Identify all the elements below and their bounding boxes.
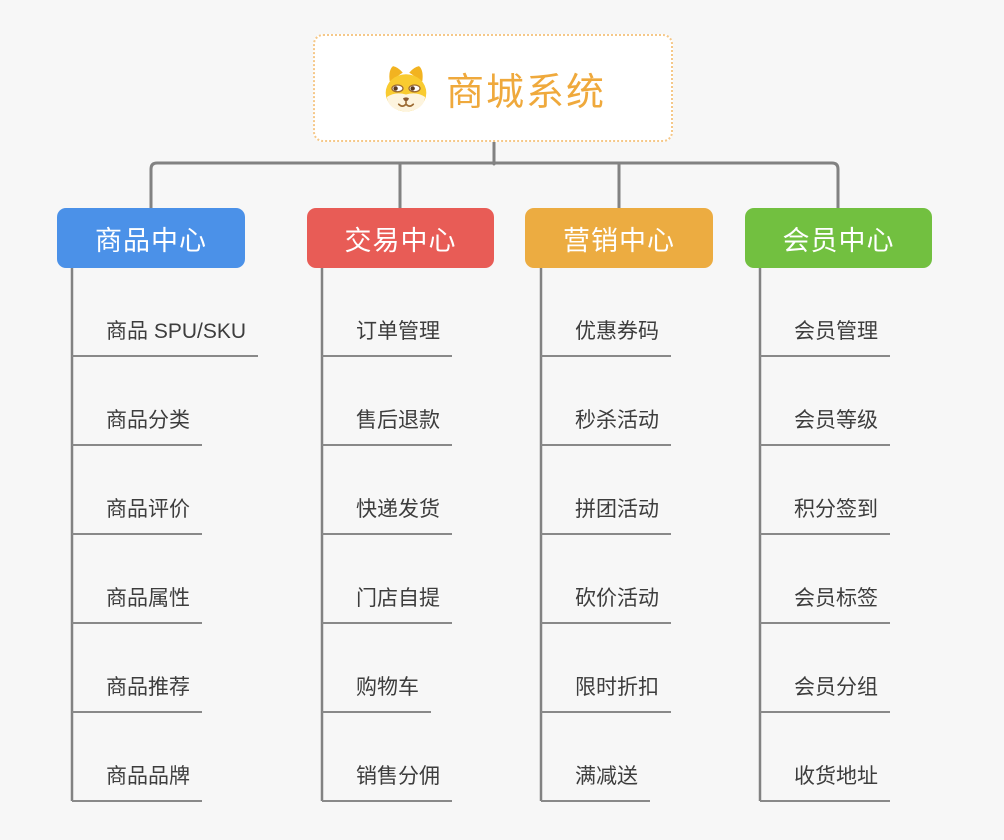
branch-node-product-center[interactable]: 商品中心 [57, 208, 245, 268]
dog-face-icon [385, 66, 427, 112]
child-node[interactable]: 销售分佣 [322, 762, 452, 802]
branch-label: 营销中心 [563, 225, 675, 256]
child-node[interactable]: 快递发货 [322, 495, 452, 535]
child-node[interactable]: 商品属性 [72, 584, 202, 624]
branch-label: 交易中心 [344, 225, 457, 256]
child-node[interactable]: 优惠券码 [541, 317, 671, 357]
child-node[interactable]: 收货地址 [760, 762, 890, 802]
child-node[interactable]: 会员标签 [760, 584, 890, 624]
branch-label: 商品中心 [95, 225, 207, 256]
branch-node-marketing-center[interactable]: 营销中心 [525, 208, 713, 268]
child-node[interactable]: 会员管理 [760, 317, 890, 357]
child-node[interactable]: 限时折扣 [541, 673, 671, 713]
child-node[interactable]: 会员等级 [760, 406, 890, 446]
child-node[interactable]: 门店自提 [322, 584, 452, 624]
child-node[interactable]: 拼团活动 [541, 495, 671, 535]
child-node[interactable]: 积分签到 [760, 495, 890, 535]
branch-node-trade-center[interactable]: 交易中心 [307, 208, 494, 268]
child-node[interactable]: 商品推荐 [72, 673, 202, 713]
child-node[interactable]: 满减送 [541, 762, 650, 802]
child-node[interactable]: 会员分组 [760, 673, 890, 713]
child-node[interactable]: 商品评价 [72, 495, 202, 535]
child-node[interactable]: 秒杀活动 [541, 406, 671, 446]
branch-node-member-center[interactable]: 会员中心 [745, 208, 932, 268]
child-node[interactable]: 商品品牌 [72, 762, 202, 802]
child-node[interactable]: 售后退款 [322, 406, 452, 446]
child-node[interactable]: 购物车 [322, 673, 431, 713]
root-node[interactable]: 商城系统 [313, 34, 673, 142]
child-node[interactable]: 订单管理 [322, 317, 452, 357]
child-node[interactable]: 商品 SPU/SKU [72, 317, 259, 357]
root-title: 商城系统 [445, 71, 606, 114]
child-node[interactable]: 商品分类 [72, 406, 202, 446]
child-node[interactable]: 砍价活动 [541, 584, 671, 624]
branch-label: 会员中心 [782, 225, 895, 256]
